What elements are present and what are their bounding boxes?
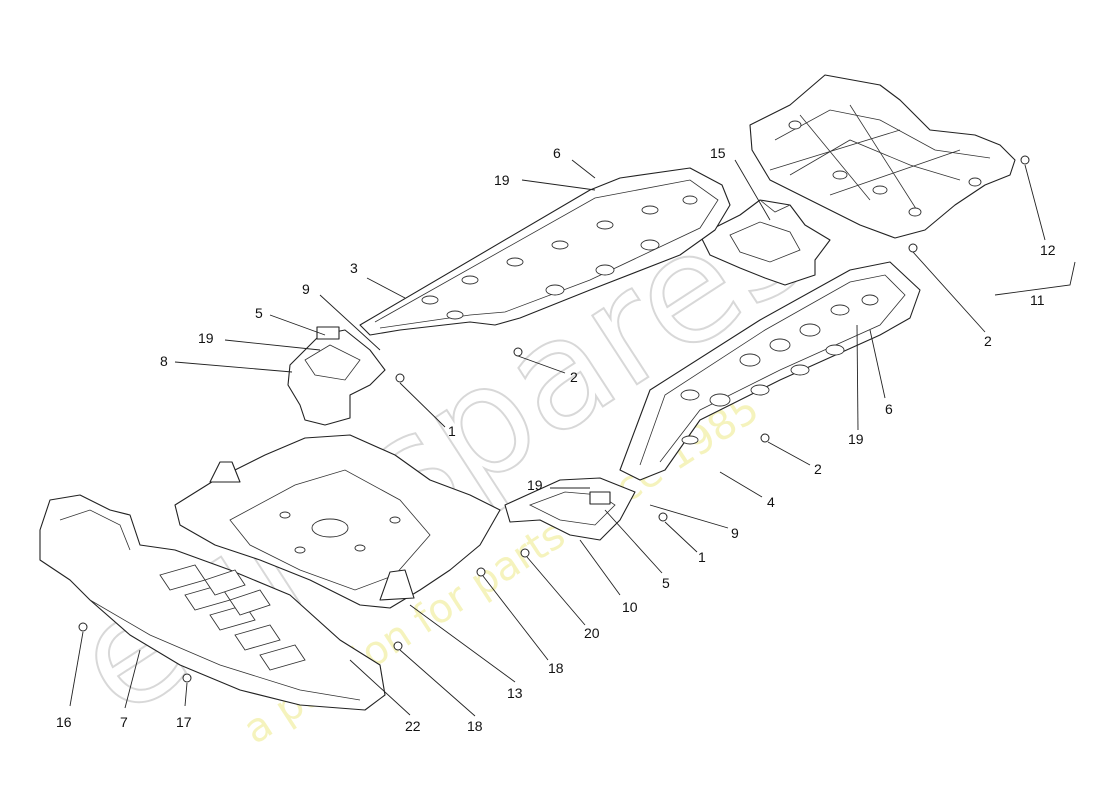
callout-9[interactable]: 9: [731, 525, 739, 541]
callout-17[interactable]: 17: [176, 714, 192, 730]
callout-1[interactable]: 1: [448, 423, 456, 439]
part-center-plate[interactable]: [504, 477, 636, 541]
part-center-floor-pan[interactable]: [174, 434, 501, 609]
callout-18[interactable]: 18: [467, 718, 483, 734]
part-lower-side-panel[interactable]: [619, 261, 921, 481]
fasteners: [78, 155, 1030, 683]
leader-lines: [69, 159, 1076, 717]
callout-2[interactable]: 2: [984, 333, 992, 349]
bolt-1a: [395, 373, 405, 383]
panel-dimples: [421, 195, 698, 320]
bolt-17: [182, 673, 192, 683]
callout-19[interactable]: 19: [848, 431, 864, 447]
callout-16[interactable]: 16: [56, 714, 72, 730]
callout-15[interactable]: 15: [710, 145, 726, 161]
callout-2[interactable]: 2: [570, 369, 578, 385]
bolt-18a: [476, 567, 486, 577]
clip-12: [1020, 155, 1030, 165]
callout-11[interactable]: 11: [1030, 292, 1045, 308]
callout-6[interactable]: 6: [553, 145, 561, 161]
callout-5[interactable]: 5: [255, 305, 263, 321]
callout-2[interactable]: 2: [814, 461, 822, 477]
callout-20[interactable]: 20: [584, 625, 600, 641]
bolt-2b: [908, 243, 918, 253]
callout-19[interactable]: 19: [198, 330, 214, 346]
part-front-undertray[interactable]: [39, 494, 386, 711]
callouts: 6 19 15 3 9 5 19 8 2 1 12 11 2 6 19 2 4 …: [56, 145, 1056, 734]
callout-3[interactable]: 3: [350, 260, 358, 276]
bolt-2c: [760, 433, 770, 443]
callout-22[interactable]: 22: [405, 718, 421, 734]
callout-1[interactable]: 1: [698, 549, 706, 565]
callout-5[interactable]: 5: [662, 575, 670, 591]
part-center-bracket[interactable]: [699, 199, 831, 286]
bolt-2a: [513, 347, 523, 357]
callout-9[interactable]: 9: [302, 281, 310, 297]
callout-7[interactable]: 7: [120, 714, 128, 730]
front-grille-slots: [159, 564, 306, 671]
callout-18[interactable]: 18: [548, 660, 564, 676]
lower-panel-dimples: [680, 294, 879, 445]
part-rear-undertray[interactable]: [749, 74, 1016, 239]
callout-12[interactable]: 12: [1040, 242, 1056, 258]
bolt-18b: [393, 641, 403, 651]
callout-13[interactable]: 13: [507, 685, 523, 701]
callout-19[interactable]: 19: [527, 477, 543, 493]
part-upper-side-panel[interactable]: [359, 167, 731, 336]
callout-4[interactable]: 4: [767, 494, 775, 510]
bolt-1b: [658, 512, 668, 522]
bolt-20: [520, 548, 530, 558]
callout-19[interactable]: 19: [494, 172, 510, 188]
callout-8[interactable]: 8: [160, 353, 168, 369]
part-left-bracket[interactable]: [287, 326, 386, 426]
callout-10[interactable]: 10: [622, 599, 638, 615]
callout-6[interactable]: 6: [885, 401, 893, 417]
bolt-16: [78, 622, 88, 632]
